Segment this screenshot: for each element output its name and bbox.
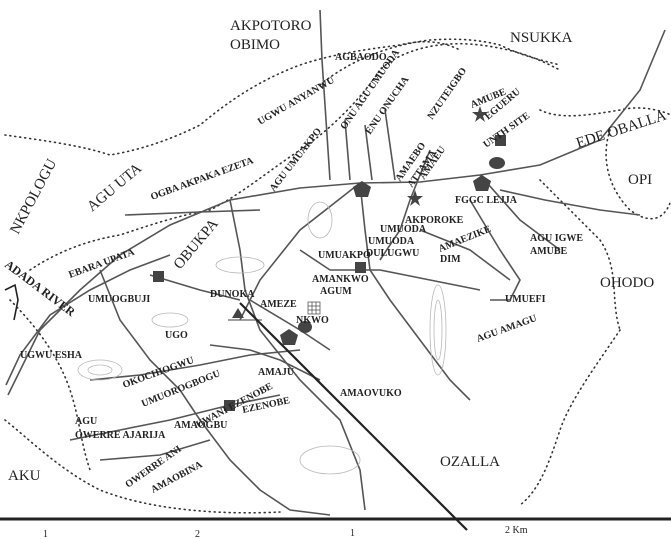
svg-text:AMAEZIKE: AMAEZIKE xyxy=(437,224,493,255)
place-dim: DIM xyxy=(440,254,461,265)
place-dunoka: DUNOKA xyxy=(210,289,255,300)
place-amaovuko: AMAOVUKO xyxy=(340,388,402,399)
region-nkpologu: NKPOLOGU xyxy=(7,156,60,237)
region-ozalla: OZALLA xyxy=(440,454,500,470)
pentagon-icon xyxy=(473,175,491,191)
river-line xyxy=(4,283,19,321)
svg-text:UMUODA: UMUODA xyxy=(368,236,415,247)
region-obimo: OBIMO xyxy=(230,37,280,53)
star-icon xyxy=(472,106,488,122)
scale-tick-1: 1 xyxy=(43,529,48,539)
place-agu-igwe: AGU IGWE xyxy=(530,233,583,244)
scale-tick-2: 2 xyxy=(195,529,200,539)
place-umuoda: UMUODA xyxy=(380,224,427,235)
svg-text:AGU IGWE: AGU IGWE xyxy=(530,233,583,244)
svg-text:AMUBE: AMUBE xyxy=(530,246,568,257)
place-agu: AGU xyxy=(75,416,97,427)
place-amankwo: AMANKWO xyxy=(312,274,369,285)
svg-text:AGU: AGU xyxy=(75,416,97,427)
triangle-icon xyxy=(232,308,244,318)
region-akpotoro: AKPOTORO xyxy=(230,18,312,34)
place-owerre-ajarija: OWERRE AJARIJA xyxy=(75,430,166,441)
scale-labels: 1 2 1 2 Km xyxy=(43,525,528,539)
svg-text:DULUGWU: DULUGWU xyxy=(366,248,419,259)
region-nsukka: NSUKKA xyxy=(510,30,573,46)
svg-text:AKPOTORO: AKPOTORO xyxy=(230,18,312,34)
svg-text:AMANKWO: AMANKWO xyxy=(312,274,369,285)
contour-lines xyxy=(77,201,447,475)
place-amaogbu: AMAOGBU xyxy=(174,420,227,431)
scale-tick-3: 1 xyxy=(350,528,355,539)
region-aku: AKU xyxy=(8,468,41,484)
svg-text:DIM: DIM xyxy=(440,254,461,265)
region-ohodo: OHODO xyxy=(600,275,654,291)
place-ugwu-esha: UGWU ESHA xyxy=(20,350,83,361)
square-icon xyxy=(355,262,366,273)
svg-text:AGUM: AGUM xyxy=(320,286,352,297)
place-nzuteigbo: NZUTEIGBO xyxy=(425,66,469,122)
place-amaezike: AMAEZIKE xyxy=(437,224,493,255)
place-agu-umuakpo: AGU UMUAKPO xyxy=(268,126,325,194)
place-ugo: UGO xyxy=(165,330,188,341)
place-agu-igwe-amube: AMUBE xyxy=(530,246,568,257)
place-agbaodo: AGBAODO xyxy=(335,52,387,63)
pentagon-icon xyxy=(353,181,371,197)
place-umuoda-2: UMUODA xyxy=(368,236,415,247)
section-line xyxy=(239,302,468,531)
scale-end-label: 2 Km xyxy=(505,525,528,536)
star-icon xyxy=(407,190,423,206)
grid-icon xyxy=(307,301,321,315)
place-nkwo: NKWO xyxy=(296,315,329,326)
region-adada-river: ADADA RIVER xyxy=(2,257,78,319)
place-umuogbuji: UMUOGBUJI xyxy=(88,294,150,305)
place-akporoke: AKPOROKE xyxy=(405,215,464,226)
boundary-lines xyxy=(4,38,671,514)
map-symbols xyxy=(153,106,506,411)
svg-text:OWERRE AJARIJA: OWERRE AJARIJA xyxy=(75,430,166,441)
pentagon-icon xyxy=(280,329,298,345)
square-icon xyxy=(153,271,164,282)
ellipse-icon xyxy=(489,157,505,169)
svg-text:OBIMO: OBIMO xyxy=(230,37,280,53)
place-amaju: AMAJU xyxy=(258,367,294,378)
place-fggc-lejja: FGGC LEJJA xyxy=(455,195,518,206)
place-umuefi: UMUEFI xyxy=(505,294,546,305)
place-ogba-akpaka-ezeta: OGBA AKPAKA EZETA xyxy=(149,155,255,203)
region-obukpa: OBUKPA xyxy=(171,216,222,273)
place-agum: AGUM xyxy=(320,286,352,297)
region-agu-uta: AGU UTA xyxy=(84,160,145,215)
place-dulugwu: DULUGWU xyxy=(366,248,419,259)
square-icon xyxy=(224,400,235,411)
place-umuakpo: UMUAKPO xyxy=(318,250,371,261)
place-ameze: AMEZE xyxy=(260,299,297,310)
square-icon xyxy=(495,135,506,146)
place-agu-amagu: AGU AMAGU xyxy=(475,313,538,345)
region-opi: OPI xyxy=(628,172,652,188)
ellipse-icon xyxy=(298,321,312,333)
